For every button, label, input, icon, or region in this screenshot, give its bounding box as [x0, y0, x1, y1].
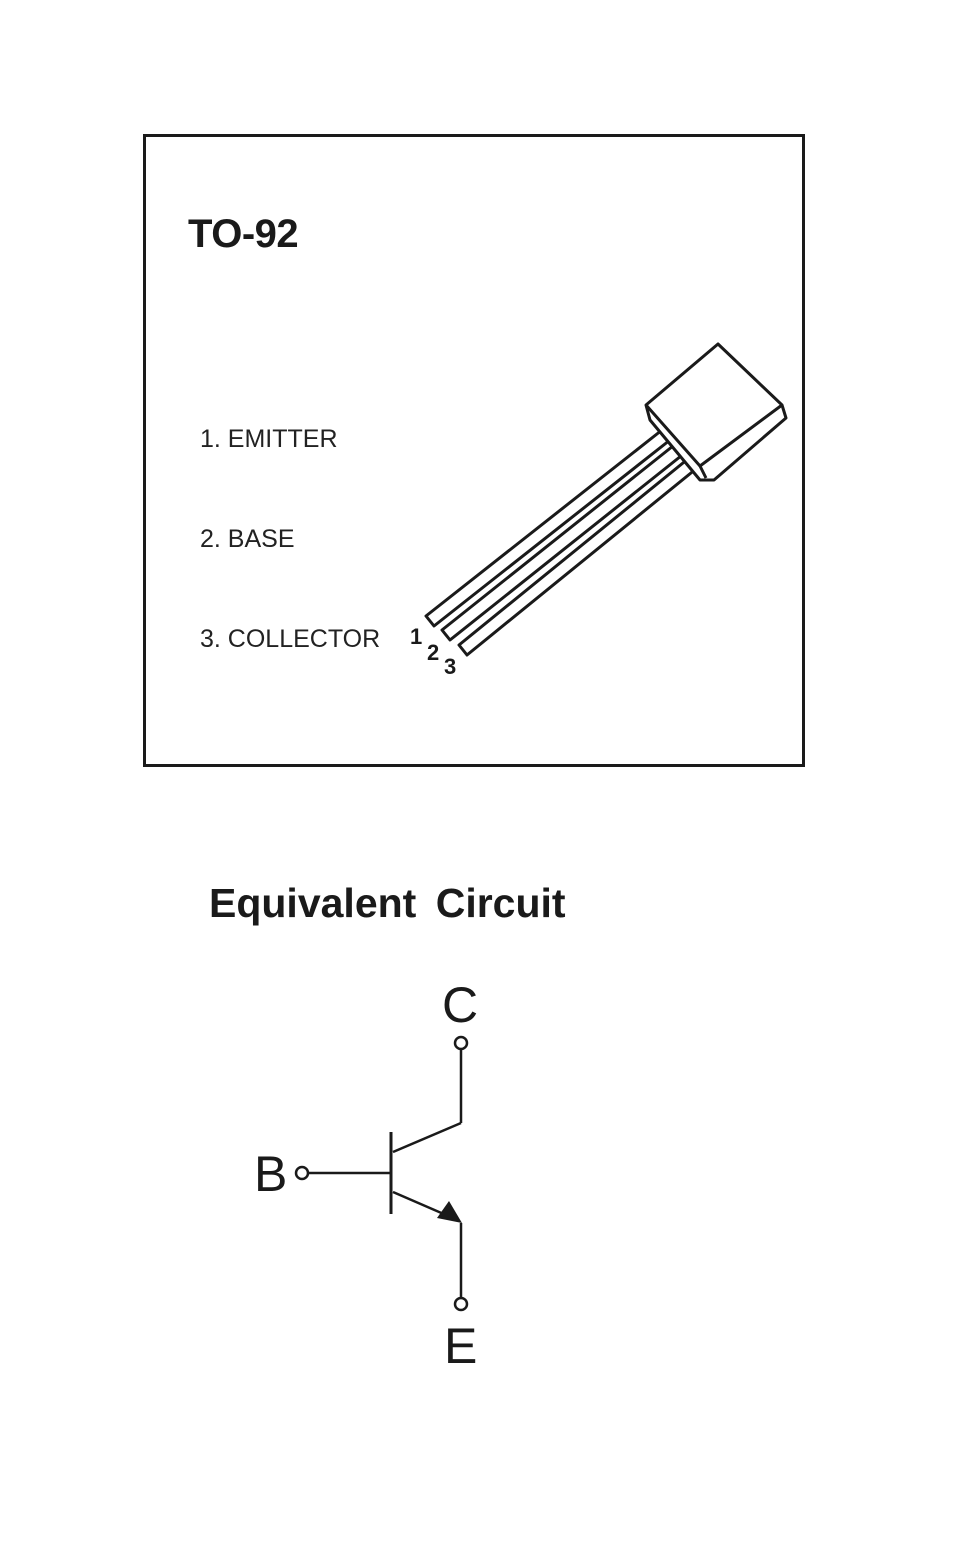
collector-terminal-dot [453, 1035, 469, 1051]
lead-number-2: 2 [427, 640, 440, 665]
lead-number-3: 3 [444, 654, 457, 679]
emitter-leg [392, 1190, 447, 1217]
pin-label-emitter: 1. EMITTER [200, 425, 338, 453]
to92-package-illustration [424, 342, 788, 657]
emitter-arrow-icon [437, 1201, 462, 1223]
base-terminal-dot [294, 1165, 310, 1181]
collector-terminal-label: C [442, 977, 479, 1033]
emitter-terminal-label: E [444, 1318, 478, 1374]
pin-label-base: 2. BASE [200, 525, 295, 553]
package-name: TO-92 [188, 212, 299, 256]
collector-leg [392, 1121, 462, 1154]
transistor-body [644, 342, 788, 482]
lead-number-1: 1 [410, 624, 423, 649]
circuit-title: Equivalent Circuit [209, 880, 566, 926]
emitter-terminal-dot [453, 1296, 469, 1312]
base-terminal-label: B [254, 1146, 288, 1202]
package-frame [143, 134, 805, 767]
pin-label-collector: 3. COLLECTOR [200, 625, 381, 653]
